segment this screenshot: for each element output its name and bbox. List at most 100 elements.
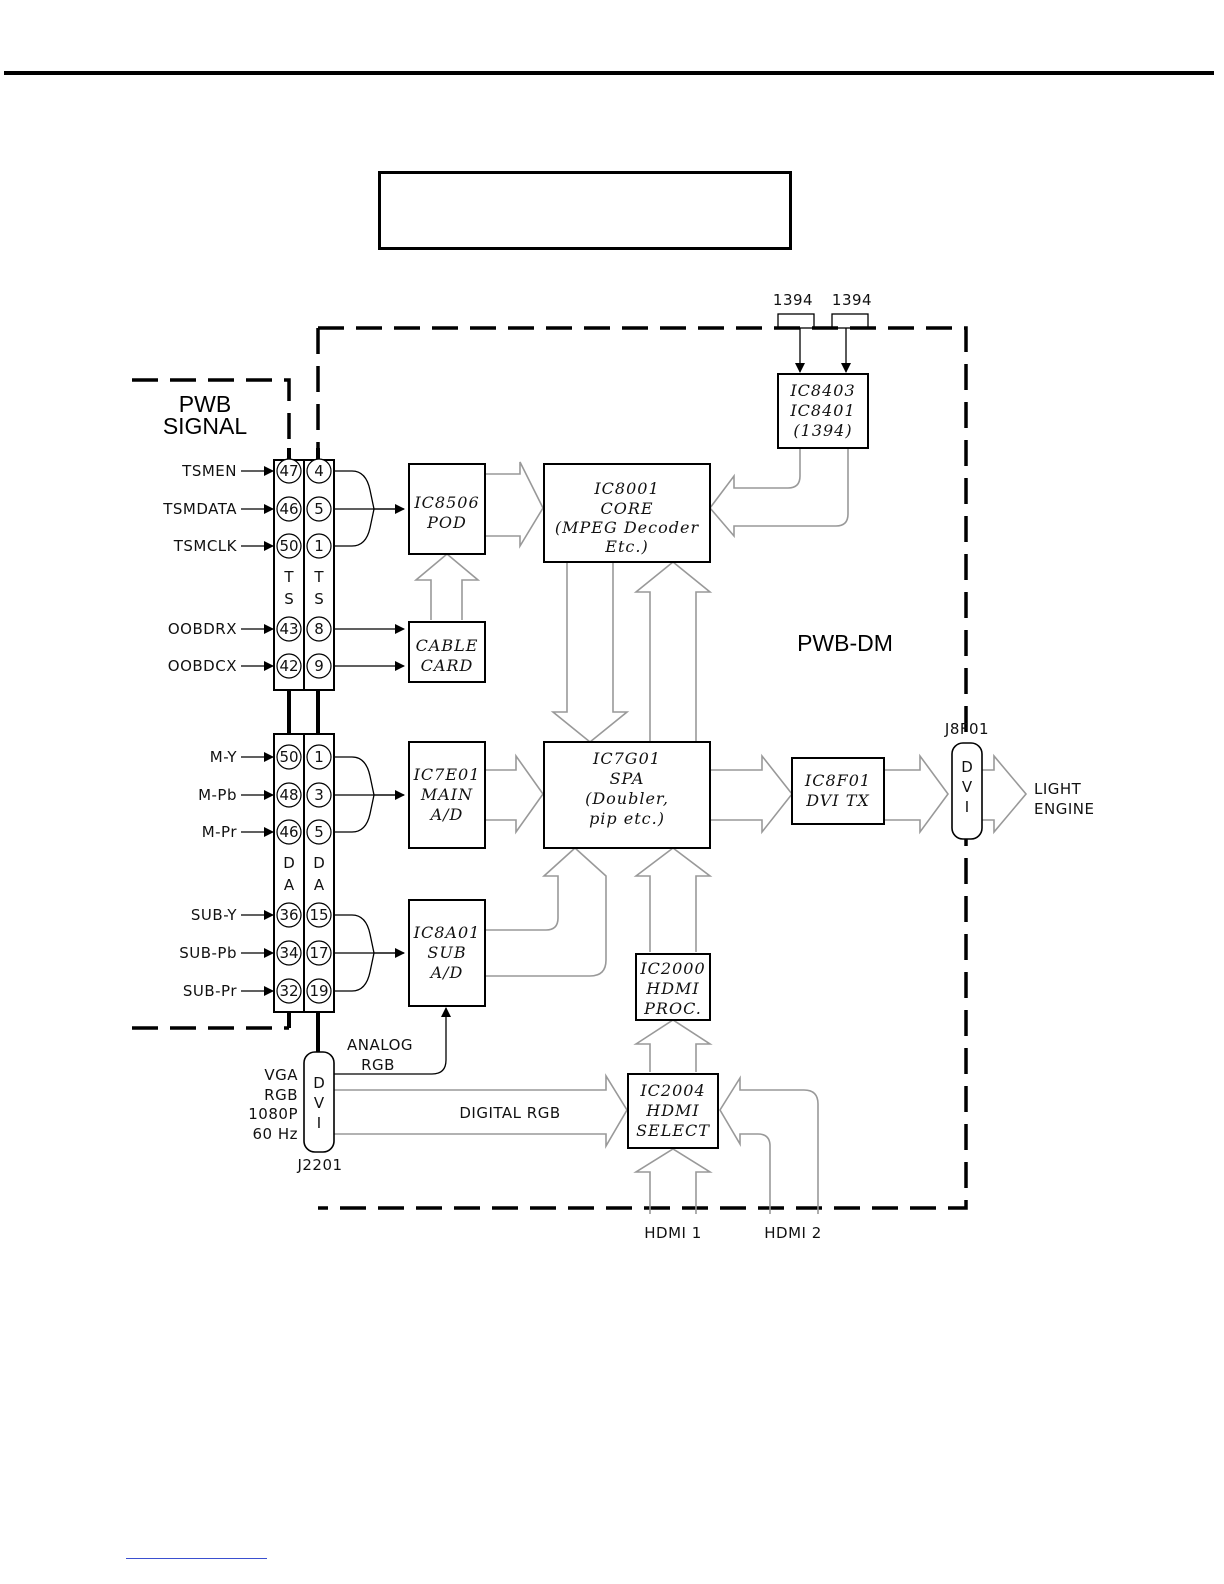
pin-number: 5	[314, 823, 324, 841]
svg-text:IC8401: IC8401	[789, 401, 855, 420]
pin-number: 17	[309, 944, 328, 962]
svg-text:A/D: A/D	[429, 963, 464, 982]
pin-circle	[306, 533, 332, 559]
svg-text:S: S	[314, 590, 324, 608]
connector-wires	[287, 448, 320, 1052]
da-wires-to-ad	[334, 756, 405, 992]
pin-circle	[276, 653, 302, 679]
svg-text:CABLE: CABLE	[416, 636, 479, 655]
svg-text:HDMI: HDMI	[645, 979, 699, 998]
svg-text:A: A	[314, 876, 325, 894]
svg-text:IC7E01: IC7E01	[413, 765, 481, 784]
pin-circle	[276, 902, 302, 928]
signal-name: TSMEN	[181, 462, 237, 480]
pin-circle	[276, 496, 302, 522]
pwb-signal-label: PWB	[179, 391, 231, 417]
svg-text:DVI TX: DVI TX	[805, 791, 870, 810]
svg-text:D: D	[961, 758, 973, 776]
pin-number: 48	[279, 786, 298, 804]
svg-text:SELECT: SELECT	[636, 1121, 710, 1140]
pin-circle	[276, 819, 302, 845]
title-box	[378, 171, 792, 250]
signal-name: OOBDCX	[168, 657, 237, 675]
pin-circle	[306, 458, 332, 484]
svg-text:1080P: 1080P	[248, 1105, 298, 1123]
pin-number: 5	[314, 500, 324, 518]
pin-number: 1	[314, 537, 324, 555]
pin-circle	[276, 978, 302, 1004]
svg-text:A/D: A/D	[429, 805, 464, 824]
svg-text:I: I	[965, 798, 969, 816]
svg-text:V: V	[962, 778, 973, 796]
svg-text:IC2004: IC2004	[639, 1081, 705, 1100]
pin-circle	[306, 616, 332, 642]
pin-number: 46	[279, 500, 298, 518]
pin-circle	[306, 496, 332, 522]
svg-text:60 Hz: 60 Hz	[252, 1125, 298, 1143]
signal-name: M-Y	[210, 748, 238, 766]
ic7g01-block: IC7G01 SPA (Doubler, pip etc.)	[543, 741, 711, 849]
signal-name: M-Pr	[202, 823, 238, 841]
pin-circle	[306, 978, 332, 1004]
pin-circle	[306, 744, 332, 770]
svg-text:POD: POD	[426, 513, 467, 532]
svg-text:SUB: SUB	[427, 943, 466, 962]
signal-name: OOBDRX	[168, 620, 237, 638]
ic7e01-block: IC7E01 MAIN A/D	[408, 741, 486, 849]
svg-text:D: D	[283, 854, 295, 872]
pin-number: 3	[314, 786, 324, 804]
port-1394-connectors	[777, 313, 869, 373]
svg-text:HDMI: HDMI	[645, 1101, 699, 1120]
ts-wires-to-pod	[334, 470, 405, 671]
svg-text:PROC.: PROC.	[643, 999, 702, 1018]
svg-text:IC7G01: IC7G01	[592, 749, 661, 768]
pin-circle	[306, 653, 332, 679]
da-connector	[273, 733, 335, 1013]
j8f01-connector: D V I	[951, 742, 983, 840]
svg-text:(1394): (1394)	[793, 421, 852, 440]
hdmi1-label: HDMI 1	[644, 1224, 702, 1242]
signal-name: SUB-Pb	[179, 944, 237, 962]
svg-text:Etc.): Etc.)	[604, 537, 648, 556]
svg-text:IC2000: IC2000	[639, 959, 705, 978]
da-letters: D A D A	[283, 854, 325, 894]
svg-text:A: A	[284, 876, 295, 894]
svg-text:T: T	[283, 568, 294, 586]
pwb-signal-boundary	[132, 378, 291, 448]
pin-circle	[306, 782, 332, 808]
digital-rgb-label: DIGITAL RGB	[459, 1104, 560, 1122]
svg-text:CORE: CORE	[600, 499, 653, 518]
svg-text:IC8001: IC8001	[593, 479, 659, 498]
ic2004-block: IC2004 HDMI SELECT	[627, 1073, 719, 1149]
svg-text:pip etc.): pip etc.)	[589, 809, 665, 828]
light-engine-label-2: ENGINE	[1034, 800, 1094, 818]
pin-circle	[276, 744, 302, 770]
ic8001-block: IC8001 CORE (MPEG Decoder Etc.)	[543, 463, 711, 563]
svg-text:MAIN: MAIN	[420, 785, 473, 804]
signal-name: TSMCLK	[173, 537, 238, 555]
svg-text:RGB: RGB	[264, 1086, 298, 1104]
pin-number: 34	[279, 944, 298, 962]
svg-text:D: D	[313, 1074, 325, 1092]
header-rule	[4, 71, 1214, 75]
pin-number: 42	[279, 657, 298, 675]
svg-text:D: D	[313, 854, 325, 872]
svg-text:T: T	[313, 568, 324, 586]
pin-number: 9	[314, 657, 324, 675]
pin-number: 15	[309, 906, 328, 924]
svg-text:(Doubler,: (Doubler,	[585, 789, 669, 808]
pin-circle	[276, 782, 302, 808]
svg-text:VGA: VGA	[264, 1066, 298, 1084]
pin-number: 19	[309, 982, 328, 1000]
ic8f01-block: IC8F01 DVI TX	[791, 757, 885, 825]
pin-circle	[276, 458, 302, 484]
pin-number: 4	[314, 462, 324, 480]
analog-rgb-label: ANALOG	[347, 1036, 413, 1054]
pin-number: 50	[279, 748, 298, 766]
pin-number: 1	[314, 748, 324, 766]
